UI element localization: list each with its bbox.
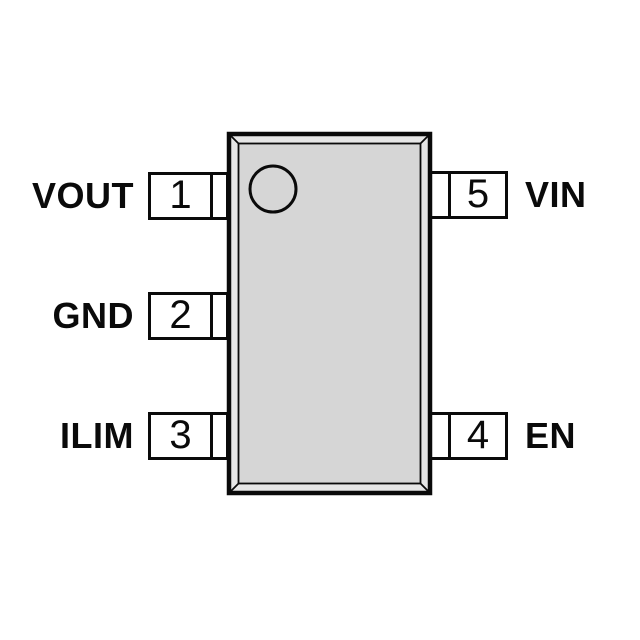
- pin-3-number: 3: [169, 412, 192, 457]
- pin-label-ilim: ILIM: [60, 415, 134, 456]
- pin-5-number: 5: [466, 171, 490, 216]
- pin-4-divider: [448, 415, 451, 457]
- pin-4-pad: 4: [428, 412, 508, 460]
- pin-2-number: 2: [169, 292, 192, 337]
- pin-label-gnd: GND: [52, 295, 134, 336]
- pin-5-divider: [448, 174, 451, 216]
- pin-3-pad: 3: [148, 412, 229, 460]
- pin-3-divider: [210, 415, 213, 457]
- pin1-indicator-circle: [248, 164, 298, 214]
- pin-label-vin: VIN: [525, 174, 587, 215]
- pin-4-number: 4: [466, 412, 490, 457]
- pin-1-divider: [210, 175, 213, 217]
- pin-1-pad: 1: [148, 172, 229, 220]
- pin-2-divider: [210, 295, 213, 337]
- pin-1-number: 1: [169, 172, 192, 217]
- pin-label-en: EN: [525, 415, 577, 456]
- package-body-svg: [226, 131, 433, 496]
- pin-5-pad: 5: [428, 171, 508, 219]
- pin-label-vout: VOUT: [31, 175, 134, 216]
- pin-2-pad: 2: [148, 292, 229, 340]
